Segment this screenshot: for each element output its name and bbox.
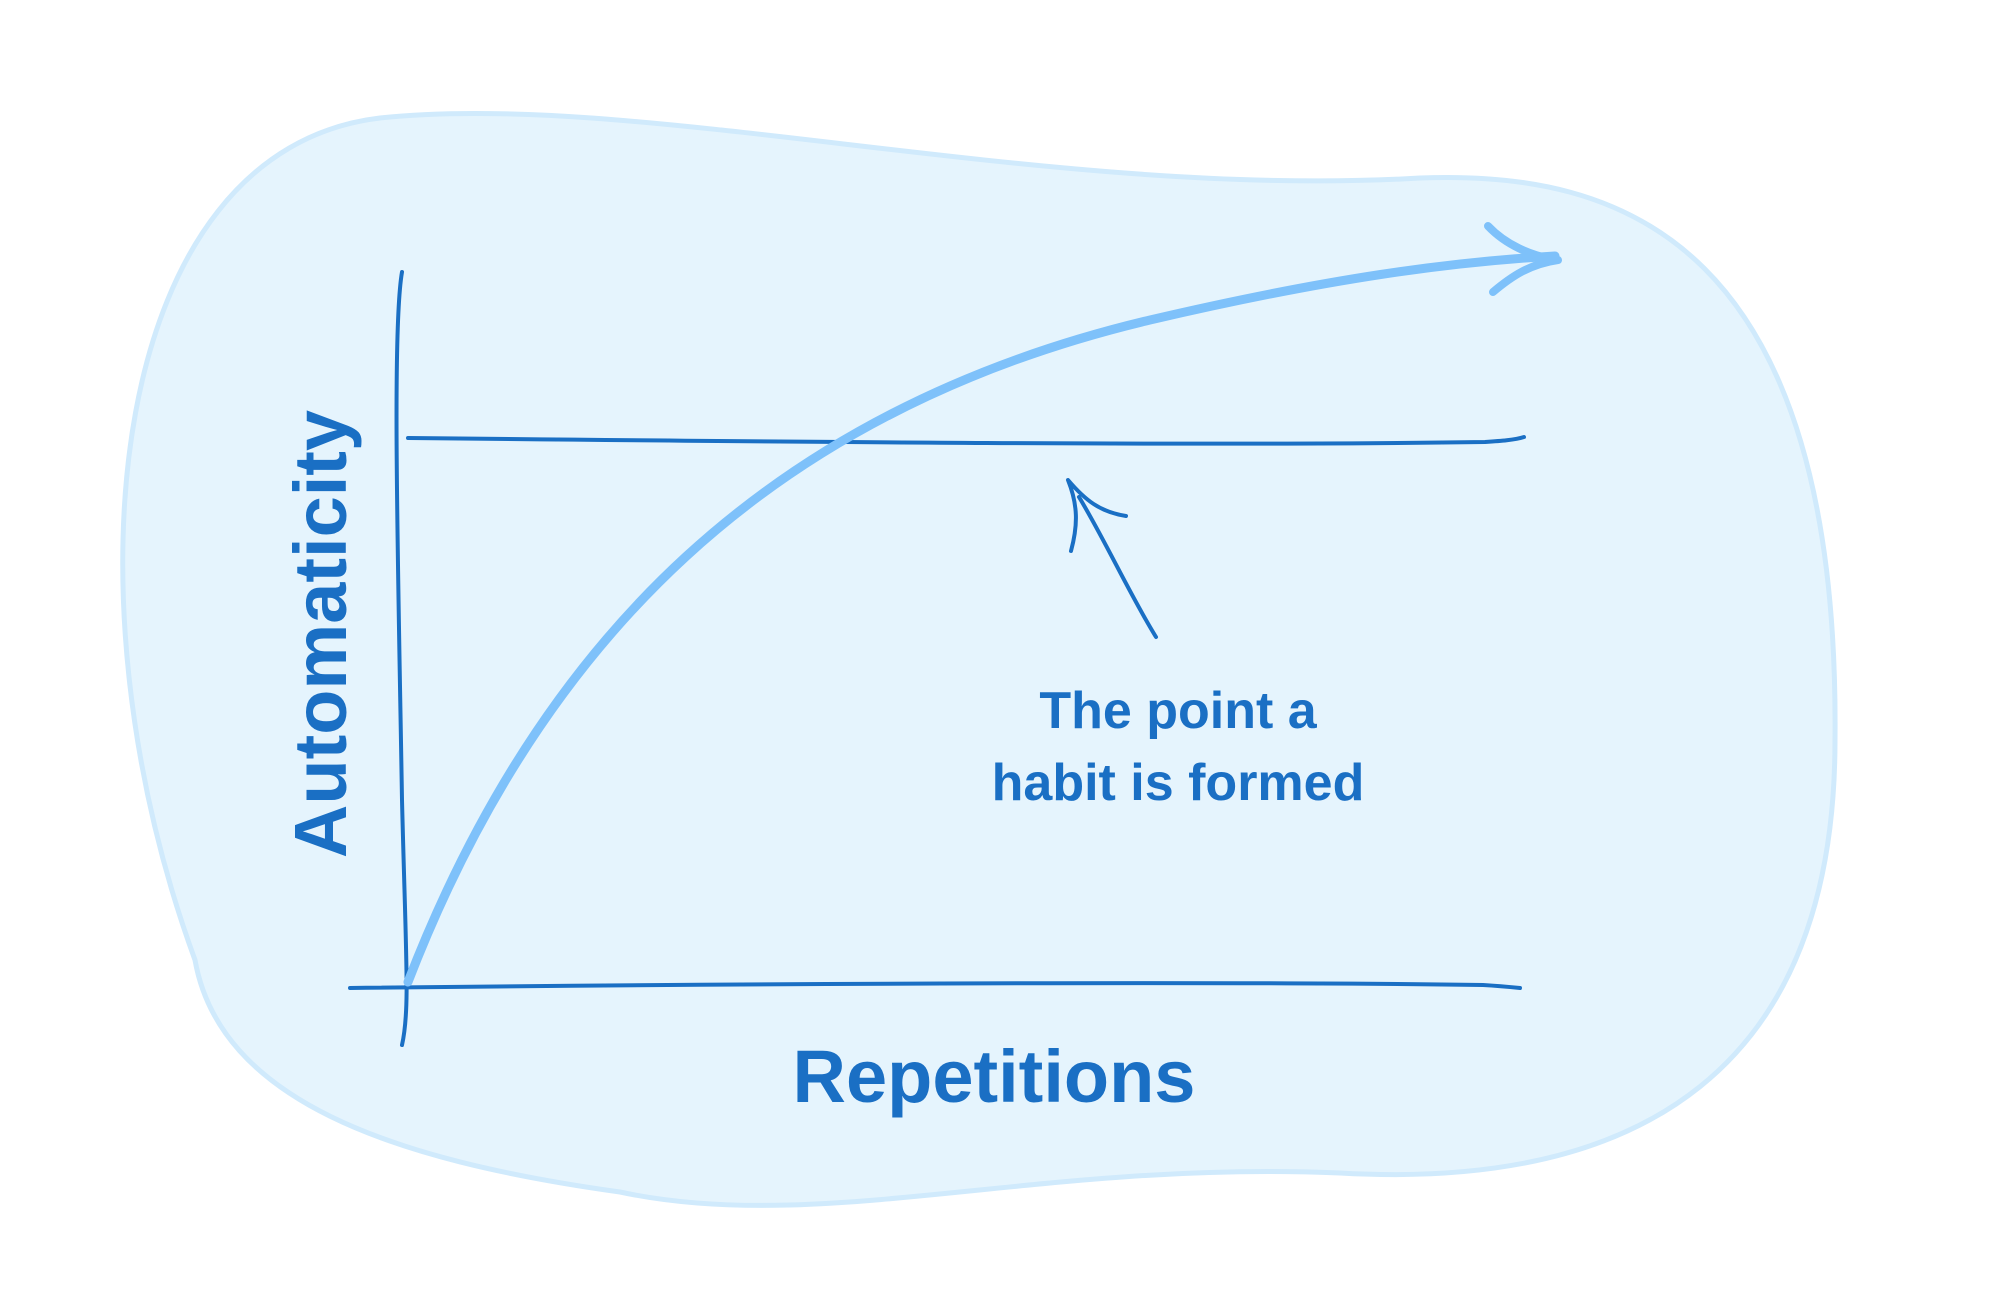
habit-threshold-line (406, 435, 1526, 446)
y-axis-label: Automaticity (279, 410, 362, 858)
annotation-line-2: habit is formed (992, 754, 1365, 812)
curve-arrowhead (1484, 222, 1562, 296)
annotation-line-1: The point a (1039, 682, 1317, 740)
annotation-pointer-line (1077, 495, 1158, 639)
automaticity-curve (403, 251, 1560, 987)
x-axis (348, 981, 1522, 990)
y-axis (394, 270, 409, 1047)
background-blob (120, 110, 1838, 1208)
annotation-pointer-head (1066, 478, 1128, 553)
x-axis-label: Repetitions (793, 1035, 1196, 1118)
